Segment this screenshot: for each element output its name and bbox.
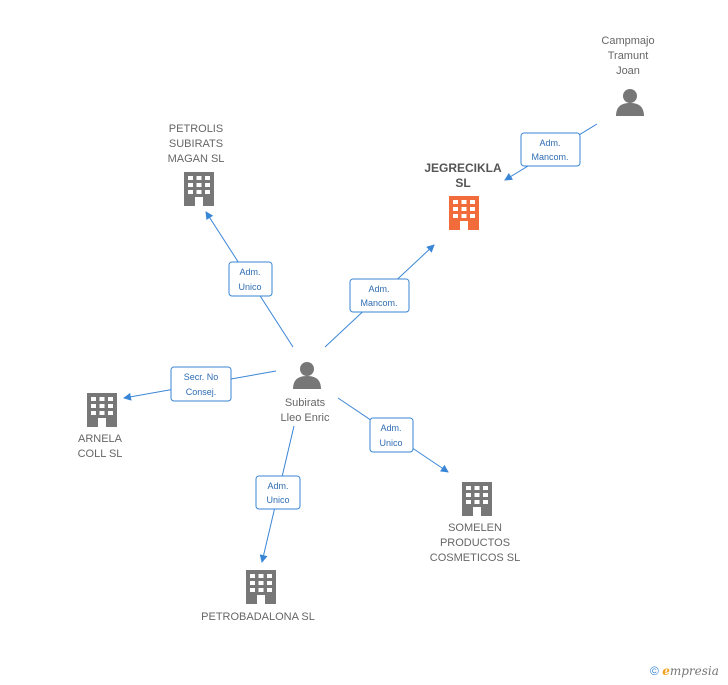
person-icon <box>616 89 644 116</box>
edge-label-line-2: Mancom. <box>531 152 568 162</box>
building-icon <box>462 482 492 516</box>
node-label-line: SUBIRATS <box>169 138 223 150</box>
edge-label-line-2: Unico <box>238 282 261 292</box>
brand-logo: empresia <box>662 664 719 678</box>
edge-label-line-2: Unico <box>266 495 289 505</box>
edge-subirats-petrolis: Adm. Unico <box>205 211 294 348</box>
node-label-line: ARNELA <box>78 433 123 445</box>
building-icon <box>449 196 479 230</box>
edge-label-line-2: Consej. <box>186 387 217 397</box>
node-label-line: PETROLIS <box>169 123 223 135</box>
edge-label-line-1: Adm. <box>267 481 288 491</box>
node-subirats[interactable]: Subirats Lleo Enric <box>281 362 330 424</box>
node-somelen[interactable]: SOMELEN PRODUCTOS COSMETICOS SL <box>430 482 520 564</box>
node-label-line: Lleo Enric <box>281 412 330 424</box>
node-petrobadalona[interactable]: PETROBADALONA SL <box>201 570 315 623</box>
node-label-line: Campmajo <box>601 35 654 47</box>
edge-label-line-1: Adm. <box>539 138 560 148</box>
node-jegrecikla[interactable]: JEGRECIKLA SL <box>424 161 502 230</box>
edge-label-line-1: Adm. <box>239 267 260 277</box>
edge-subirats-jegrecikla: Adm. Mancom. <box>324 244 435 348</box>
edge-campmajo-jegrecikla: Adm. Mancom. <box>504 123 598 181</box>
building-icon <box>246 570 276 604</box>
node-label-line: MAGAN SL <box>168 153 225 165</box>
edge-subirats-arnela: Secr. No Consej. <box>123 366 277 402</box>
edge-subirats-somelen: Adm. Unico <box>337 397 449 473</box>
edge-label-line-2: Mancom. <box>360 298 397 308</box>
node-campmajo[interactable]: Campmajo Tramunt Joan <box>601 35 655 116</box>
node-label-line: Tramunt <box>608 50 649 62</box>
footer-brand: © empresia <box>650 664 719 678</box>
edge-subirats-petrobadalona: Adm. Unico <box>255 425 301 563</box>
node-petrolis[interactable]: PETROLIS SUBIRATS MAGAN SL <box>168 123 225 206</box>
node-label-line: Subirats <box>285 397 326 409</box>
person-icon <box>293 362 321 389</box>
node-label-line: JEGRECIKLA <box>424 161 502 175</box>
edge-label-line-1: Adm. <box>368 284 389 294</box>
edge-label-line-1: Adm. <box>380 423 401 433</box>
building-icon <box>184 172 214 206</box>
edge-label-line-1: Secr. No <box>184 372 219 382</box>
node-label-line: SL <box>455 176 470 190</box>
node-label-line: Joan <box>616 65 640 77</box>
node-arnela[interactable]: ARNELA COLL SL <box>78 393 123 460</box>
node-label-line: SOMELEN <box>448 522 502 534</box>
node-label-line: PRODUCTOS <box>440 537 510 549</box>
building-icon <box>87 393 117 427</box>
node-label-line: PETROBADALONA SL <box>201 611 315 623</box>
edge-label-line-2: Unico <box>379 438 402 448</box>
copyright-icon: © <box>650 664 659 678</box>
node-label-line: COLL SL <box>78 448 123 460</box>
node-label-line: COSMETICOS SL <box>430 552 520 564</box>
